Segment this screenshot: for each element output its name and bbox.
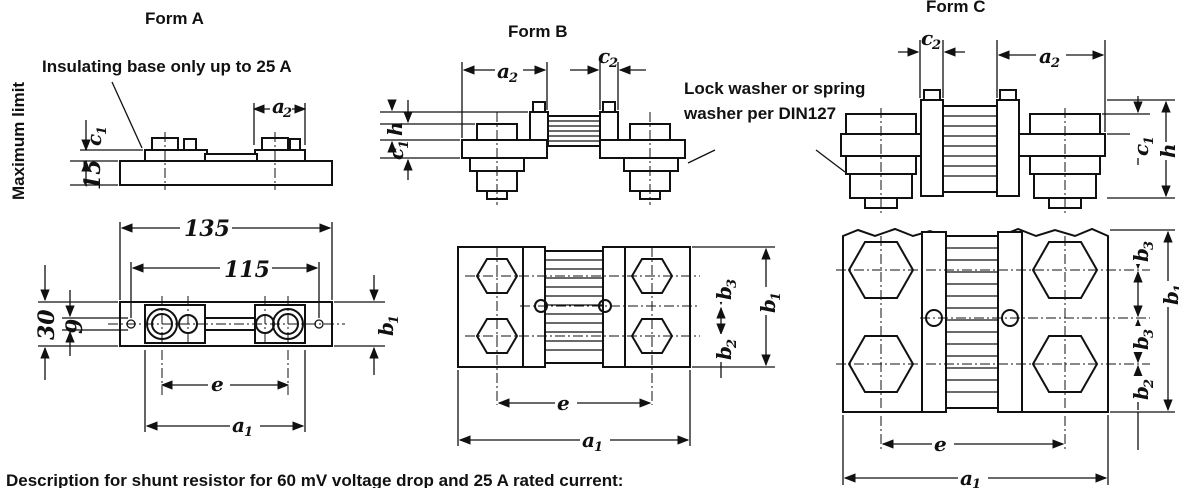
svg-text:2: 2 bbox=[508, 71, 518, 86]
svg-text:2: 2 bbox=[282, 106, 292, 121]
dim-c2-form-c: c2 bbox=[921, 26, 941, 53]
form-c-plan-view bbox=[836, 227, 1150, 450]
svg-text:a: a bbox=[232, 413, 245, 437]
dim-c1-form-a: c1 bbox=[82, 126, 110, 146]
svg-text:c: c bbox=[82, 134, 106, 146]
svg-text:1: 1 bbox=[1172, 284, 1179, 293]
dim-a2-form-a: a2 bbox=[270, 94, 292, 121]
svg-text:2: 2 bbox=[725, 339, 740, 349]
svg-text:b: b bbox=[1129, 386, 1153, 400]
svg-text:b: b bbox=[1159, 291, 1179, 305]
svg-text:a: a bbox=[497, 59, 510, 83]
dim-e-form-b: e bbox=[555, 391, 577, 416]
svg-text:b: b bbox=[1129, 248, 1153, 262]
form-c-side-view bbox=[840, 89, 1106, 214]
dim-15: 15 bbox=[80, 159, 106, 190]
dim-b1-form-a: b1 bbox=[374, 315, 402, 336]
svg-text:1: 1 bbox=[244, 425, 253, 440]
svg-text:1: 1 bbox=[972, 477, 981, 488]
svg-text:b: b bbox=[1129, 336, 1153, 350]
dim-c1-form-b: c1 bbox=[384, 140, 412, 160]
svg-text:b: b bbox=[712, 286, 736, 300]
dim-b2-form-c: b2 bbox=[1129, 376, 1157, 402]
dim-e-form-c: e bbox=[932, 432, 954, 457]
svg-text:1: 1 bbox=[95, 126, 110, 135]
svg-text:3: 3 bbox=[1142, 329, 1157, 338]
svg-text:1: 1 bbox=[769, 292, 784, 301]
svg-text:115: 115 bbox=[224, 257, 270, 283]
dim-9: 9 bbox=[62, 319, 88, 334]
svg-text:e: e bbox=[557, 391, 570, 415]
insulating-base-leader bbox=[111, 81, 143, 149]
form-c-title: Form C bbox=[926, 0, 986, 16]
svg-text:1: 1 bbox=[397, 140, 412, 149]
dim-c1-form-c: c1 bbox=[1129, 132, 1157, 158]
svg-text:b: b bbox=[712, 346, 736, 360]
form-b-side-dimensions bbox=[380, 62, 646, 180]
dim-h-form-b: h bbox=[383, 121, 407, 136]
maximum-limit-label: Maximum limit bbox=[9, 82, 28, 200]
form-b-title: Form B bbox=[508, 22, 568, 41]
dim-b3-form-c-lower: b3 bbox=[1129, 326, 1157, 352]
svg-text:2: 2 bbox=[1142, 379, 1157, 389]
dim-e-form-a: e bbox=[208, 372, 230, 396]
svg-text:a: a bbox=[582, 428, 595, 452]
svg-text:a: a bbox=[960, 466, 973, 488]
form-b-plan-view bbox=[457, 246, 700, 405]
lock-washer-note-line1: Lock washer or spring bbox=[684, 79, 865, 98]
lock-washer-leader-c bbox=[815, 149, 846, 173]
svg-text:3: 3 bbox=[725, 279, 740, 288]
svg-text:b: b bbox=[756, 299, 780, 313]
svg-text:e: e bbox=[211, 372, 224, 396]
svg-text:h: h bbox=[1156, 143, 1179, 158]
lock-washer-leader-b bbox=[687, 149, 716, 164]
svg-text:c: c bbox=[921, 26, 933, 50]
form-a-plan-view bbox=[108, 296, 345, 395]
svg-text:h: h bbox=[383, 121, 407, 136]
svg-text:c: c bbox=[1129, 144, 1153, 156]
svg-text:c: c bbox=[598, 44, 610, 68]
svg-text:e: e bbox=[934, 432, 947, 456]
dim-b3-form-c-upper: b3 bbox=[1129, 238, 1157, 264]
svg-text:2: 2 bbox=[1050, 56, 1060, 71]
dim-115: 115 bbox=[220, 255, 272, 283]
svg-text:1: 1 bbox=[1142, 136, 1157, 145]
form-a-side-view bbox=[119, 132, 333, 190]
lock-washer-note-line2: washer per DIN127 bbox=[683, 104, 836, 123]
insulating-base-note: Insulating base only up to 25 A bbox=[42, 57, 292, 76]
svg-text:1: 1 bbox=[387, 315, 402, 324]
dim-h-form-c: h bbox=[1156, 142, 1179, 160]
description-text: Description for shunt resistor for 60 mV… bbox=[6, 471, 623, 488]
svg-text:3: 3 bbox=[1142, 241, 1157, 250]
form-a-side-dimensions bbox=[70, 103, 307, 186]
svg-text:a: a bbox=[272, 94, 285, 118]
dim-30: 30 bbox=[34, 309, 60, 340]
svg-text:2: 2 bbox=[608, 56, 618, 71]
svg-text:1: 1 bbox=[594, 440, 603, 455]
form-b-side-view bbox=[461, 101, 686, 205]
dim-b2-form-b: b2 bbox=[712, 334, 740, 362]
svg-text:2: 2 bbox=[931, 38, 941, 53]
dim-b1-form-b: b1 bbox=[756, 287, 784, 315]
svg-text:a: a bbox=[1039, 44, 1052, 68]
form-a-title: Form A bbox=[145, 9, 204, 28]
svg-text:135: 135 bbox=[184, 216, 230, 242]
dim-135: 135 bbox=[180, 214, 232, 242]
dim-b1-form-c: b1 bbox=[1159, 281, 1179, 307]
dim-b3-form-b: b3 bbox=[712, 274, 740, 302]
dim-c2-form-b: c2 bbox=[598, 44, 618, 71]
svg-text:b: b bbox=[374, 322, 398, 336]
svg-text:c: c bbox=[384, 148, 408, 160]
